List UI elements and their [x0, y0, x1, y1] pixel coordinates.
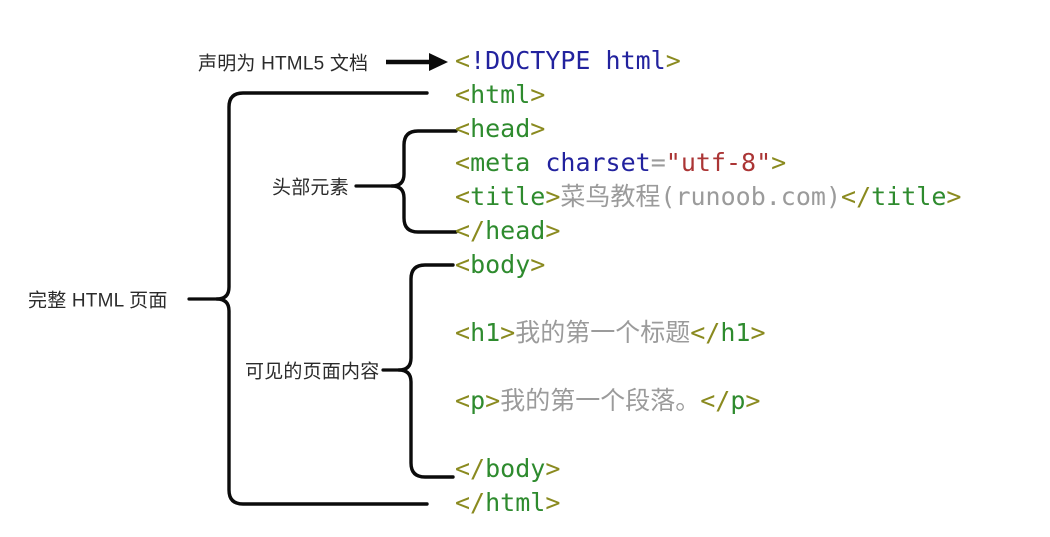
code-line: <h1>我的第一个标题</h1>: [455, 316, 961, 350]
code-token-punct: >: [771, 148, 787, 177]
code-line: <head>: [455, 112, 961, 146]
code-token-tag: html: [485, 488, 546, 517]
code-token-tag: meta: [470, 148, 531, 177]
code-token-tag: body: [470, 250, 531, 279]
code-line: <title>菜鸟教程(runoob.com)</title>: [455, 180, 961, 214]
label-visible-content: 可见的页面内容: [245, 361, 380, 383]
code-token-text: 我的第一个标题: [515, 318, 691, 347]
code-token-punct: </: [690, 318, 721, 347]
code-token-punct: >: [545, 488, 561, 517]
code-token-punct: >: [750, 318, 766, 347]
code-token-punct: >: [946, 182, 962, 211]
code-token-punct: >: [745, 386, 761, 415]
code-token-tag: title: [470, 182, 546, 211]
head-brace: [390, 129, 458, 234]
code-token-punct: </: [841, 182, 872, 211]
code-line: <meta charset="utf-8">: [455, 146, 961, 180]
code-token-punct: >: [545, 182, 561, 211]
code-token-tag: p: [470, 386, 486, 415]
code-block: <!DOCTYPE html><html><head><meta charset…: [455, 44, 961, 520]
label-full-html-page: 完整 HTML 页面: [28, 290, 168, 312]
code-token-doctype: !DOCTYPE html: [470, 46, 666, 75]
code-token-text: 我的第一个段落。: [500, 386, 701, 415]
code-line: </body>: [455, 452, 961, 486]
code-line: </head>: [455, 214, 961, 248]
code-token-punct: <: [455, 148, 471, 177]
full-page-brace: [215, 91, 429, 506]
code-token-punct: >: [500, 318, 516, 347]
code-token-punct: <: [455, 80, 471, 109]
code-line: [455, 282, 961, 316]
code-token-punct: </: [700, 386, 731, 415]
code-token-tag: html: [470, 80, 531, 109]
code-token-punct: </: [455, 488, 486, 517]
code-token-punct: >: [530, 114, 546, 143]
label-doctype-declaration: 声明为 HTML5 文档: [198, 53, 369, 75]
code-token-tag: head: [485, 216, 546, 245]
code-token-punct: >: [665, 46, 681, 75]
code-token-punct: <: [455, 250, 471, 279]
code-token-attr: charset: [545, 148, 651, 177]
code-token-tag: body: [485, 454, 546, 483]
body-brace: [397, 263, 455, 479]
label-head-elements: 头部元素: [272, 177, 349, 199]
code-token-punct: <: [455, 386, 471, 415]
code-token-value: "utf-8": [665, 148, 772, 177]
code-line: <html>: [455, 78, 961, 112]
code-token-tag: h1: [720, 318, 751, 347]
code-token-punct: <: [455, 182, 471, 211]
code-token-punct: <: [455, 114, 471, 143]
code-line: [455, 350, 961, 384]
code-token-text: [530, 148, 545, 177]
code-token-punct: >: [530, 80, 546, 109]
code-token-text: 菜鸟教程(runoob.com): [560, 182, 842, 211]
code-line: <p>我的第一个段落。</p>: [455, 384, 961, 418]
code-token-punct: <: [455, 46, 471, 75]
code-token-punct: <: [455, 318, 471, 347]
code-token-punct: >: [545, 216, 561, 245]
code-line: <!DOCTYPE html>: [455, 44, 961, 78]
code-line: <body>: [455, 248, 961, 282]
code-line: </html>: [455, 486, 961, 520]
code-token-tag: title: [871, 182, 947, 211]
code-token-punct: >: [485, 386, 501, 415]
code-token-punct: </: [455, 216, 486, 245]
code-token-tag: h1: [470, 318, 501, 347]
code-token-punct: >: [545, 454, 561, 483]
code-token-punct: >: [530, 250, 546, 279]
code-line: [455, 418, 961, 452]
code-token-equals: =: [650, 148, 666, 177]
code-token-tag: p: [730, 386, 746, 415]
doctype-arrow: [386, 53, 448, 71]
code-token-tag: head: [470, 114, 531, 143]
code-token-punct: </: [455, 454, 486, 483]
